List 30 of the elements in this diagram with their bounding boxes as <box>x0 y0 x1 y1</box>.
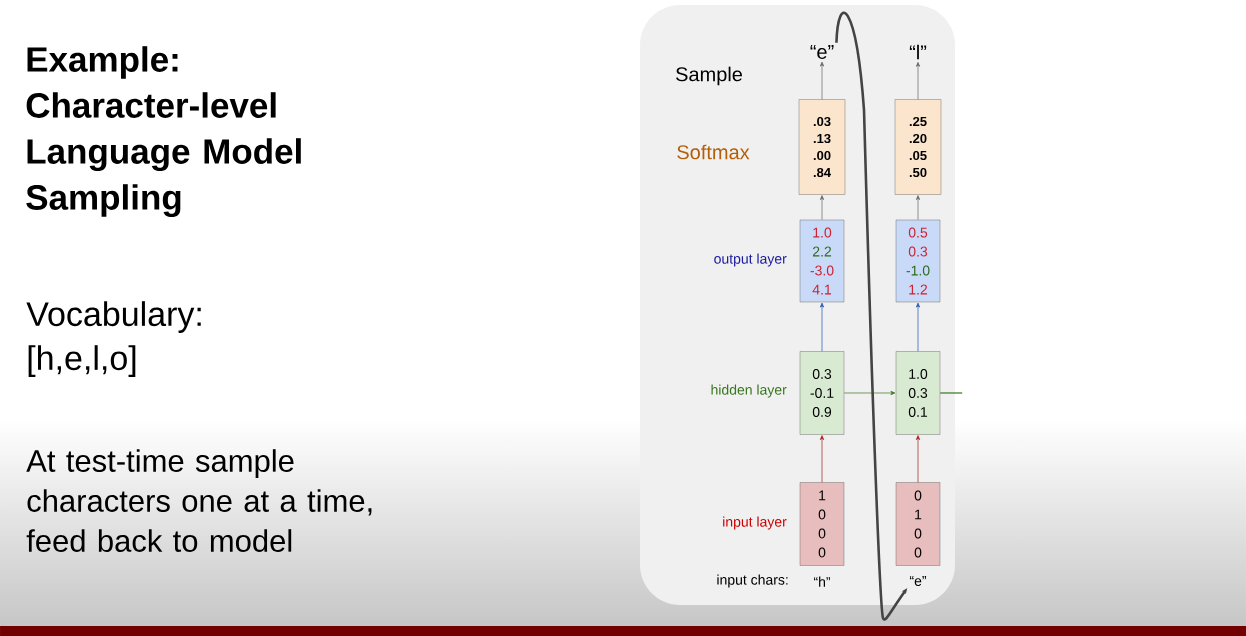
sampled-char: “e” <box>810 45 834 59</box>
softmax-box: .03 .13 .00 .84 <box>798 99 846 195</box>
row-label: hidden layer <box>711 384 787 398</box>
vocabulary-text: Vocabulary: [h,e,l,o] <box>26 301 201 377</box>
arrow <box>843 390 896 396</box>
input-layer-box: 0 1 0 0 <box>895 482 941 566</box>
arrow <box>819 195 825 221</box>
arrow <box>819 302 825 352</box>
slide-title: Example: Character-level Language Model Sampling <box>26 46 301 217</box>
arrow <box>819 435 825 483</box>
hidden-layer-box: 0.3 -0.1 0.9 <box>799 351 845 435</box>
sampled-char: “l” <box>909 44 927 60</box>
row-label: Sample <box>676 66 742 86</box>
row-label: output layer <box>714 253 787 267</box>
description-text: At test-time sample characters one at a time, feed back to model <box>26 449 372 552</box>
input-layer-box: 1 0 0 0 <box>799 482 845 566</box>
softmax-box: .25 .20 .05 .50 <box>894 99 942 195</box>
row-label: input chars: <box>717 574 788 588</box>
output-layer-box: 0.5 0.3 -1.0 1.2 <box>895 219 941 303</box>
arrow <box>915 195 921 221</box>
hidden-layer-box: 1.0 0.3 0.1 <box>895 351 941 435</box>
arrow <box>819 61 825 100</box>
input-char: “h” <box>813 576 831 587</box>
arrow <box>915 302 921 352</box>
arrow <box>915 62 921 100</box>
row-label: Softmax <box>677 144 750 160</box>
output-layer-box: 1.0 2.2 -3.0 4.1 <box>799 219 845 303</box>
row-label: input layer <box>723 516 787 530</box>
input-char: “e” <box>909 576 927 586</box>
arrow <box>915 435 921 483</box>
